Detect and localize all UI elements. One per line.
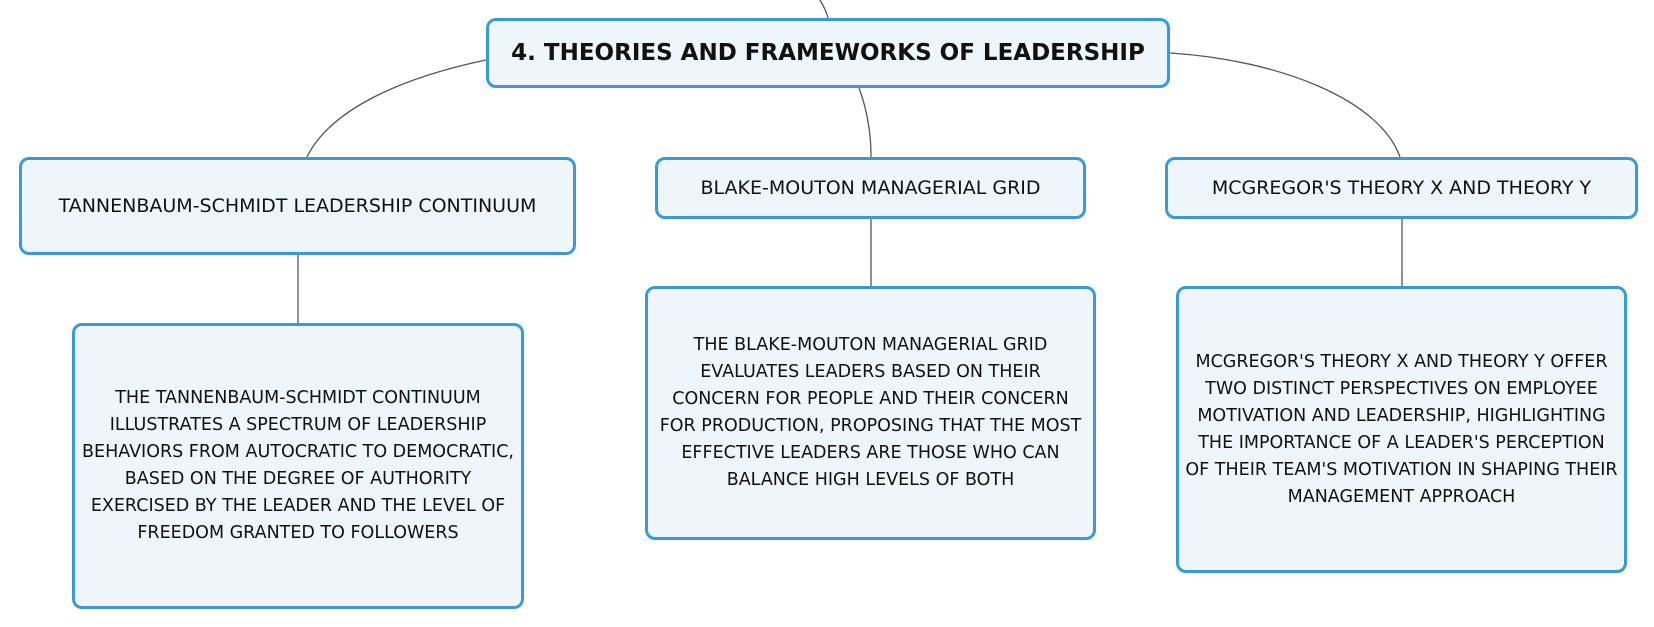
- detail-node-text: THE BLAKE-MOUTON MANAGERIAL GRID EVALUAT…: [659, 335, 1082, 490]
- connector-root-to-branch-3: [1169, 52, 1401, 158]
- connector-root-to-branch-2: [858, 87, 872, 158]
- connector-root-to-branch-1: [306, 59, 487, 158]
- connector-parent-to-root: [819, 0, 829, 19]
- branch-node-blake-mouton[interactable]: BLAKE-MOUTON MANAGERIAL GRID: [655, 157, 1086, 219]
- detail-node-text: MCGREGOR'S THEORY X AND THEORY Y OFFER T…: [1185, 351, 1618, 507]
- branch-node-title: TANNENBAUM-SCHMIDT LEADERSHIP CONTINUUM: [58, 195, 537, 217]
- branch-node-mcgregor[interactable]: MCGREGOR'S THEORY X AND THEORY Y: [1165, 157, 1638, 219]
- branch-node-title: BLAKE-MOUTON MANAGERIAL GRID: [700, 177, 1041, 199]
- detail-node-blake-mouton[interactable]: THE BLAKE-MOUTON MANAGERIAL GRID EVALUAT…: [645, 286, 1096, 540]
- branch-node-title: MCGREGOR'S THEORY X AND THEORY Y: [1211, 177, 1592, 199]
- branch-node-tannenbaum-schmidt[interactable]: TANNENBAUM-SCHMIDT LEADERSHIP CONTINUUM: [19, 157, 576, 255]
- detail-node-tannenbaum-schmidt[interactable]: THE TANNENBAUM-SCHMIDT CONTINUUM ILLUSTR…: [72, 323, 524, 609]
- root-node-title: 4. THEORIES AND FRAMEWORKS OF LEADERSHIP: [511, 40, 1145, 66]
- detail-node-text: THE TANNENBAUM-SCHMIDT CONTINUUM ILLUSTR…: [82, 388, 514, 543]
- detail-node-mcgregor[interactable]: MCGREGOR'S THEORY X AND THEORY Y OFFER T…: [1176, 286, 1627, 573]
- root-node[interactable]: 4. THEORIES AND FRAMEWORKS OF LEADERSHIP: [486, 18, 1170, 88]
